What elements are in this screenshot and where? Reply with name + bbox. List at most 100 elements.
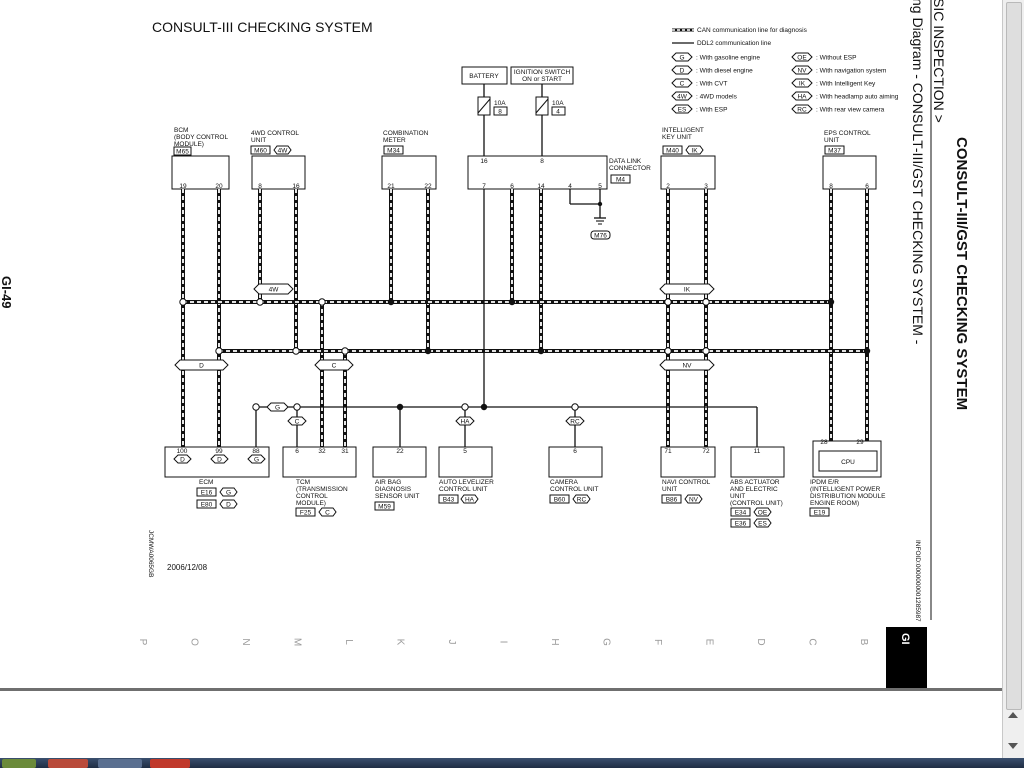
camera-pin-1: 6 (573, 448, 577, 455)
ecm-badge-2: D (217, 457, 222, 464)
scroll-up-icon[interactable] (1008, 712, 1018, 718)
splice-dot (664, 298, 672, 306)
scroll-down-icon[interactable] (1008, 743, 1018, 749)
ignition-label-2: ON or START (522, 76, 562, 83)
index-letter: E (704, 639, 715, 646)
ipdm-cpu: CPU (841, 459, 855, 466)
meter-label-2: METER (383, 137, 406, 144)
index-letter: B (858, 639, 869, 646)
taskbar-app-icon[interactable] (150, 759, 190, 768)
bcm-pin-2: 20 (215, 183, 223, 190)
4wd-badge: 4W (278, 148, 289, 155)
document-viewer: CONSULT-III CHECKING SYSTEM CAN communic… (0, 0, 970, 688)
airbag-connector: M59 (378, 504, 391, 511)
splice-dot (292, 347, 300, 355)
abs-connector-1: E34 (735, 510, 747, 517)
can-wires (181, 189, 869, 447)
abs-connector-2: E36 (735, 521, 747, 528)
taskbar-app-icon[interactable] (48, 759, 88, 768)
legend-item: 4W: 4WD models (671, 91, 738, 101)
4wd-label-2: UNIT (251, 137, 266, 144)
splice-dot (537, 347, 545, 355)
ecm-badge-1: D (180, 457, 185, 464)
splice-dot (424, 347, 432, 355)
ecm-pin-2: 99 (215, 448, 223, 455)
scrollbar-thumb[interactable] (1006, 2, 1022, 710)
index-letter: G (601, 638, 612, 646)
fuse1-amp: 10A (494, 100, 506, 107)
legend-ddl2-line: DDL2 communication line (697, 40, 771, 47)
ddl2-wires (255, 189, 758, 447)
ipdm-label-4: ENGINE ROOM) (810, 500, 859, 507)
legend-text: : With rear view camera (816, 107, 885, 114)
ecm-badge-3: G (254, 457, 259, 464)
legend-code: ES (678, 107, 687, 114)
airbag-label-2: DIAGNOSIS (375, 486, 412, 493)
tcm-label-3: CONTROL (296, 493, 328, 500)
bcm-label: BCM (174, 127, 188, 134)
ikey-label-2: KEY UNIT (662, 134, 692, 141)
bottom-units: 100 99 88 D D G ECM E16 G E80 D 6 32 31 … (164, 439, 886, 528)
navi-pin-2: 72 (702, 448, 710, 455)
taskbar-app-icon[interactable] (98, 759, 142, 768)
splice-dot (508, 298, 516, 306)
tcm-label: TCM (296, 479, 310, 486)
leveler-label-2: CONTROL UNIT (439, 486, 488, 493)
camera-label-2: CONTROL UNIT (550, 486, 599, 493)
splice-dot (179, 298, 187, 306)
splice-dot (461, 403, 469, 411)
navi-label: NAVI CONTROL (662, 479, 711, 486)
dlc-pin-4: 4 (568, 183, 572, 190)
bcm-pin-1: 19 (179, 183, 187, 190)
meter-pin-2: 22 (424, 183, 432, 190)
legend-code: HA (797, 94, 807, 101)
legend-text: : With Intelligent Key (816, 81, 876, 88)
vertical-scrollbar[interactable] (1002, 0, 1024, 758)
dlc-pin-6: 6 (510, 183, 514, 190)
dlc-label-2: CONNECTOR (609, 165, 651, 172)
figure-code: JCMWA0065GB (147, 530, 154, 577)
legend-text: : 4WD models (696, 94, 738, 101)
power-supply: BATTERY IGNITION SWITCH ON or START 10A … (461, 66, 574, 156)
legend-item: OE: Without ESP (791, 52, 856, 62)
start-button[interactable] (2, 759, 36, 768)
splice-dot (256, 298, 264, 306)
splice-dot (215, 347, 223, 355)
tcm-pin-1: 6 (295, 448, 299, 455)
camera-badge: RC (577, 497, 587, 504)
tcm-connector: F25 (300, 510, 312, 517)
ipdm-label-3: DISTRIBUTION MODULE (810, 493, 886, 500)
index-letter: F (652, 639, 663, 645)
tcm-pin-3: 31 (341, 448, 349, 455)
splice-dot (664, 347, 672, 355)
taskbar (0, 758, 1024, 768)
camera-label: CAMERA (550, 479, 578, 486)
bcm-connector: M65 (176, 149, 189, 156)
dlc-connector: M4 (616, 177, 625, 184)
ecm-connector-2-badge: D (226, 502, 231, 509)
eps-connector: M37 (828, 148, 841, 155)
ikey-connector: M40 (666, 148, 679, 155)
vertical-partial: SIC INSPECTION > (931, 0, 947, 123)
ipdm-label: IPDM E/R (810, 479, 839, 486)
index-letter: K (395, 639, 406, 646)
eps-label: EPS CONTROL (824, 130, 871, 137)
legend-item: HA: With headlamp auto aiming (791, 91, 899, 101)
bus-tag-nv: NV (682, 363, 692, 370)
bus-tag-4w: 4W (269, 287, 280, 294)
eps-pin-2: 6 (865, 183, 869, 190)
ipdm-connector: E19 (814, 510, 826, 517)
ecm-connector-2: E80 (201, 502, 213, 509)
legend-text: : With diesel engine (696, 68, 753, 75)
meter-pin-1: 21 (387, 183, 395, 190)
navi-badge: NV (689, 497, 699, 504)
index-letter: J (446, 640, 457, 645)
splice-dot (863, 347, 871, 355)
ecm-connector-1: E16 (201, 490, 213, 497)
splice-dot (293, 403, 301, 411)
index-letter: D (755, 638, 766, 645)
ikey-pin-2: 3 (704, 183, 708, 190)
legend-code: G (679, 55, 684, 62)
legend-item: NV: With navigation system (791, 65, 886, 75)
